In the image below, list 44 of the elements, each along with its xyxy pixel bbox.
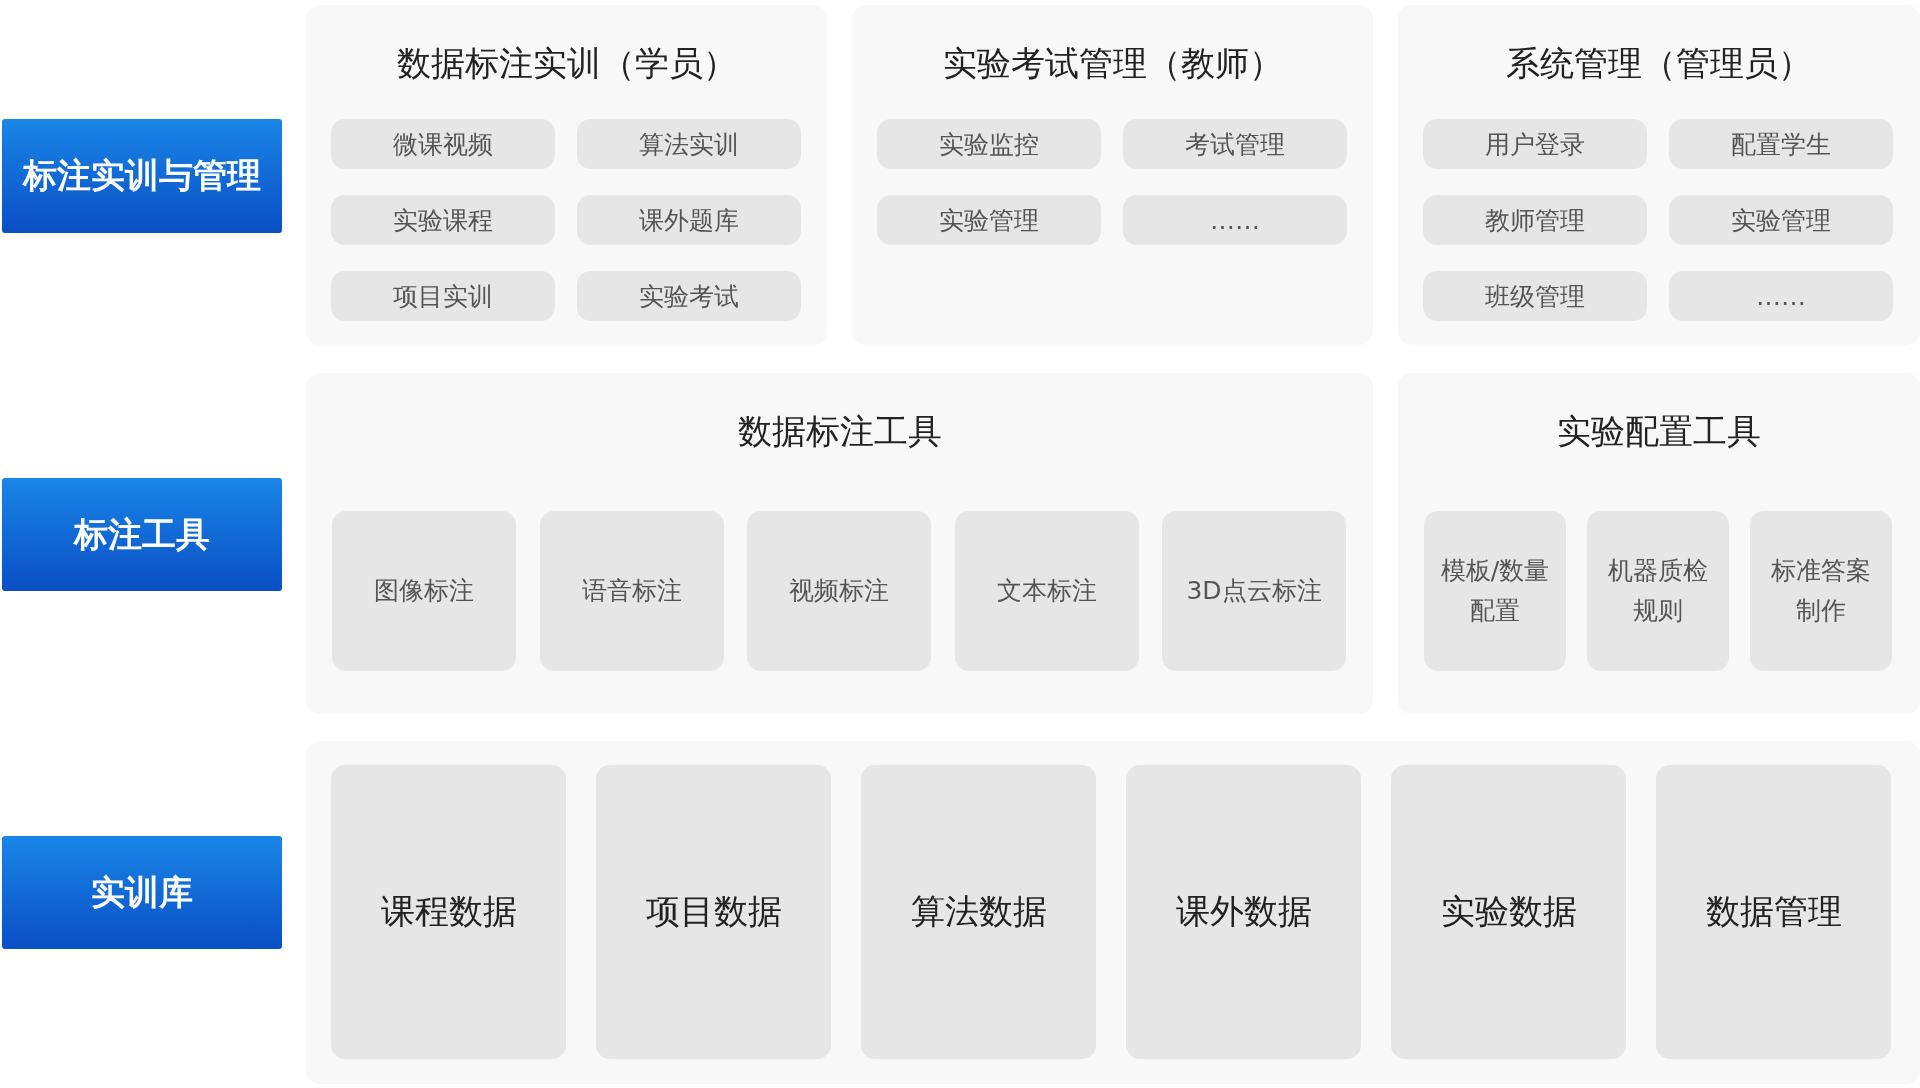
- feature-pill: 实验考试: [577, 271, 801, 321]
- panel-title: 实验考试管理（教师）: [942, 42, 1283, 85]
- panel-background: [306, 741, 1920, 1084]
- data-tile: 课程数据: [331, 765, 566, 1059]
- feature-pill: 项目实训: [331, 271, 555, 321]
- panel-title: 数据标注工具: [737, 410, 942, 453]
- data-tile: 课外数据: [1126, 765, 1361, 1059]
- data-tile: 算法数据: [861, 765, 1096, 1059]
- feature-pill: 实验管理: [1669, 195, 1893, 245]
- feature-pill: 实验课程: [331, 195, 555, 245]
- feature-pill: 班级管理: [1423, 271, 1647, 321]
- feature-pill: 考试管理: [1123, 119, 1347, 169]
- tool-tile: 视频标注: [747, 511, 931, 671]
- tool-tile: 图像标注: [332, 511, 516, 671]
- tool-tile: 机器质检规则: [1587, 511, 1729, 671]
- feature-pill: ……: [1669, 271, 1893, 321]
- feature-pill: 用户登录: [1423, 119, 1647, 169]
- panel-title: 实验配置工具: [1557, 410, 1761, 453]
- layer-label: 标注实训与管理: [2, 119, 282, 233]
- panel-title: 数据标注实训（学员）: [396, 42, 737, 85]
- feature-pill: 实验管理: [877, 195, 1101, 245]
- feature-pill: 微课视频: [331, 119, 555, 169]
- tool-tile: 3D点云标注: [1162, 511, 1346, 671]
- feature-pill: ……: [1123, 195, 1347, 245]
- module-panel: [306, 373, 1373, 714]
- tool-tile: 标准答案制作: [1750, 511, 1892, 671]
- tool-tile: 模板/数量配置: [1424, 511, 1566, 671]
- feature-pill: 配置学生: [1669, 119, 1893, 169]
- data-tile: 数据管理: [1656, 765, 1891, 1059]
- module-panel: [1398, 373, 1920, 714]
- panel-title: 系统管理（管理员）: [1506, 42, 1812, 85]
- feature-pill: 算法实训: [577, 119, 801, 169]
- feature-pill: 课外题库: [577, 195, 801, 245]
- tool-tile: 文本标注: [954, 511, 1139, 671]
- data-tile: 项目数据: [596, 765, 831, 1059]
- feature-pill: 实验监控: [877, 119, 1101, 169]
- layer-label: 标注工具: [2, 478, 282, 591]
- module-panel: [1398, 5, 1920, 345]
- module-panel: [852, 5, 1373, 345]
- feature-pill: 教师管理: [1423, 195, 1647, 245]
- data-tile: 实验数据: [1391, 765, 1626, 1059]
- module-panel: [306, 5, 827, 345]
- layer-label: 实训库: [2, 836, 282, 949]
- tool-tile: 语音标注: [539, 511, 724, 671]
